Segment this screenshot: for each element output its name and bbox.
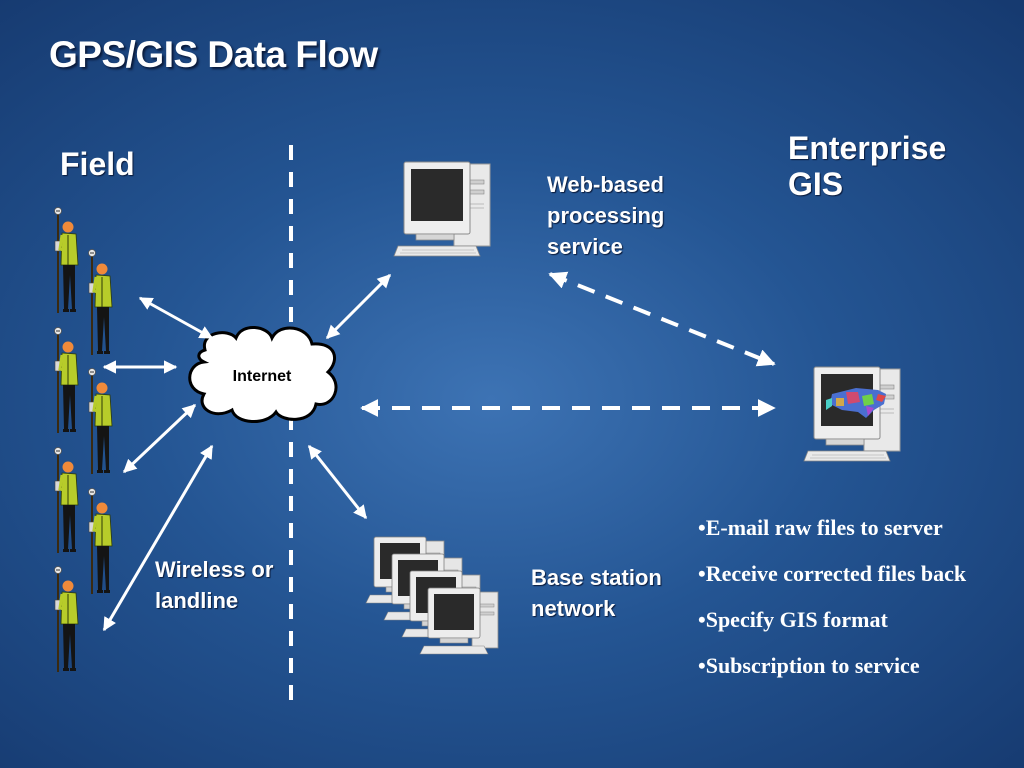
field-workers bbox=[53, 206, 114, 674]
us-map-icon bbox=[826, 388, 886, 418]
feature-bullet: Specify GIS format bbox=[698, 605, 998, 635]
enterprise-gis-computer-icon bbox=[803, 366, 901, 462]
base-station-computers bbox=[365, 536, 499, 655]
arrow-workers-internet-1 bbox=[138, 296, 214, 340]
field-worker-icon bbox=[53, 326, 80, 435]
feature-bullet: Receive corrected files back bbox=[698, 559, 998, 589]
web-server-computer-icon bbox=[393, 161, 491, 257]
internet-cloud-icon bbox=[188, 326, 338, 423]
field-worker-icon bbox=[53, 565, 80, 674]
arrow-internet-web-service bbox=[325, 273, 392, 340]
field-worker-icon bbox=[87, 248, 114, 357]
internet-label: Internet bbox=[232, 368, 292, 385]
base-station-label: Base station network bbox=[531, 565, 662, 621]
arrow-internet-base-stations bbox=[307, 444, 368, 520]
web-service-label: Web-based processing service bbox=[547, 172, 665, 259]
field-worker-icon bbox=[53, 206, 80, 315]
base-station-computer-icon bbox=[419, 587, 499, 655]
arrow-wireless-internet bbox=[102, 444, 214, 632]
field-worker-icon bbox=[87, 367, 114, 476]
dashed-arrow-web-service-enterprise bbox=[548, 271, 776, 367]
field-worker-icon bbox=[87, 487, 114, 596]
service-features-list: E-mail raw files to server Receive corre… bbox=[698, 513, 998, 697]
slide-title: GPS/GIS Data Flow bbox=[49, 34, 378, 75]
field-worker-icon bbox=[53, 446, 80, 555]
feature-bullet: E-mail raw files to server bbox=[698, 513, 998, 543]
enterprise-gis-label: Enterprise GIS bbox=[788, 130, 947, 202]
feature-bullet: Subscription to service bbox=[698, 651, 998, 681]
arrow-workers-internet-3 bbox=[122, 403, 197, 474]
field-label: Field bbox=[60, 146, 135, 182]
